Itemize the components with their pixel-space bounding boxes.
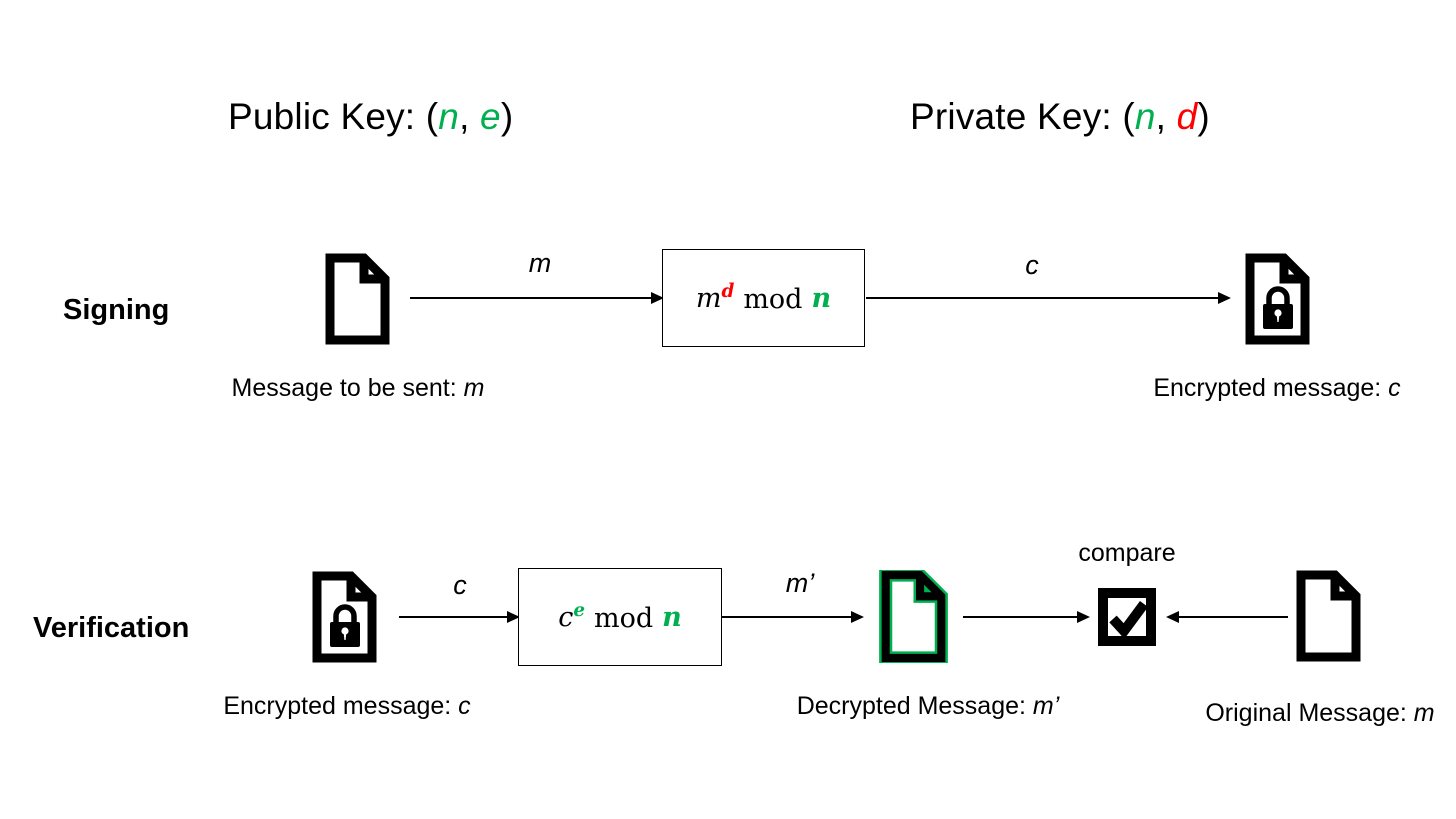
verification-input-caption-var: c bbox=[458, 692, 471, 720]
signing-output-caption: Encrypted message: c bbox=[1127, 374, 1427, 403]
arrow-original-to-compare bbox=[1166, 611, 1288, 623]
private-key-sep: , bbox=[1155, 96, 1177, 137]
arrow-encrypted-to-box bbox=[399, 611, 520, 623]
verification-output-arrow-label: m’ bbox=[785, 568, 815, 598]
green-document-icon bbox=[877, 570, 949, 663]
original-caption: Original Message: m bbox=[1170, 699, 1456, 728]
signing-input-arrow-label: m bbox=[528, 248, 552, 278]
document-icon bbox=[322, 253, 392, 345]
signing-formula-modulus: n bbox=[811, 283, 832, 315]
verification-input-arrow-label: c bbox=[453, 570, 467, 600]
public-key-n: n bbox=[438, 96, 460, 137]
verification-row-label: Verification bbox=[33, 612, 190, 644]
arrow-message-to-box bbox=[410, 292, 664, 304]
arrow-box-to-decrypted bbox=[722, 611, 864, 623]
signing-input-caption-text: Message to be sent: bbox=[231, 374, 464, 402]
locked-document-icon bbox=[309, 571, 379, 663]
signing-formula-exponent: d bbox=[721, 281, 735, 303]
signing-input-caption: Message to be sent: m bbox=[208, 374, 508, 403]
checkbox-check-icon bbox=[1098, 588, 1156, 646]
decrypted-caption: Decrypted Message: m’ bbox=[763, 692, 1093, 721]
locked-document-icon bbox=[1242, 253, 1312, 345]
private-key-title: Private Key: (n, d) bbox=[910, 96, 1210, 138]
verification-input-caption: Encrypted message: c bbox=[197, 692, 497, 721]
signing-output-caption-text: Encrypted message: bbox=[1153, 374, 1389, 402]
public-key-sep: , bbox=[459, 96, 481, 137]
original-caption-text: Original Message: bbox=[1205, 699, 1414, 727]
signing-output-caption-var: c bbox=[1388, 374, 1401, 402]
private-key-prefix: Private Key: ( bbox=[910, 96, 1135, 137]
document-icon bbox=[1293, 570, 1363, 662]
arrow-decrypted-to-compare bbox=[963, 611, 1090, 623]
private-key-suffix: ) bbox=[1197, 96, 1210, 137]
verification-formula-modulus: n bbox=[662, 602, 682, 634]
signing-formula-operator: mod bbox=[743, 283, 803, 315]
decrypted-caption-text: Decrypted Message: bbox=[796, 692, 1033, 720]
signing-input-caption-var: m bbox=[463, 374, 485, 402]
public-key-suffix: ) bbox=[500, 96, 514, 137]
signing-formula-base: m bbox=[695, 283, 722, 315]
signing-row-label: Signing bbox=[63, 294, 170, 326]
verification-formula-base: c bbox=[558, 602, 574, 634]
public-key-title: Public Key: (n, e) bbox=[228, 96, 513, 138]
arrow-box-to-encrypted bbox=[866, 292, 1231, 304]
compare-label: compare bbox=[1078, 539, 1176, 567]
verification-formula-exponent: e bbox=[573, 600, 585, 622]
verification-formula-operator: mod bbox=[594, 602, 654, 634]
public-key-prefix: Public Key: ( bbox=[228, 96, 439, 137]
private-key-d: d bbox=[1176, 96, 1198, 137]
signing-output-arrow-label: c bbox=[1025, 250, 1039, 280]
original-caption-var: m bbox=[1413, 699, 1435, 727]
private-key-n: n bbox=[1134, 96, 1156, 137]
public-key-e: e bbox=[480, 96, 501, 137]
decrypted-caption-var: m’ bbox=[1032, 692, 1060, 720]
verification-input-caption-text: Encrypted message: bbox=[223, 692, 459, 720]
